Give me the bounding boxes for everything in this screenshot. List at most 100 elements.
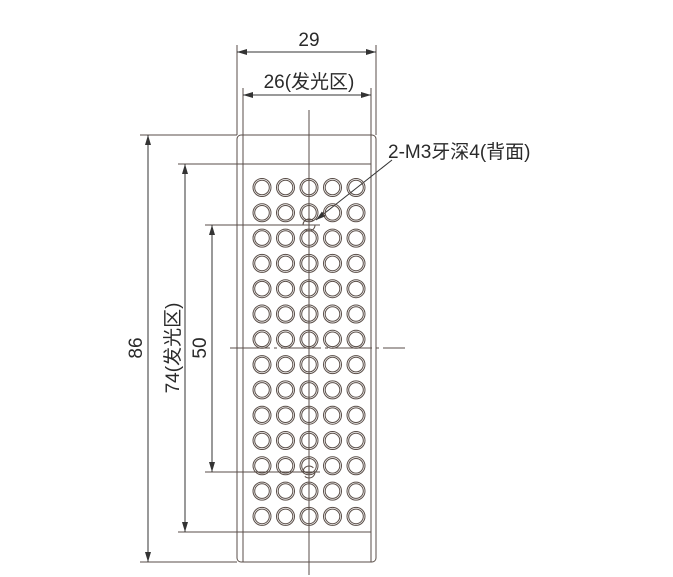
led-hole-inner xyxy=(254,458,270,474)
led-hole-inner xyxy=(324,280,341,297)
led-hole-inner xyxy=(254,483,270,499)
led-hole xyxy=(299,506,319,526)
led-hole-inner xyxy=(324,458,341,474)
led-hole-inner xyxy=(348,255,364,272)
dim-text-26: 26(发光区) xyxy=(264,71,355,93)
led-hole-inner xyxy=(324,255,341,272)
led-hole xyxy=(299,355,319,375)
led-hole xyxy=(323,178,342,197)
led-hole xyxy=(252,203,272,223)
led-hole-inner xyxy=(301,331,317,348)
led-hole-inner xyxy=(348,306,364,322)
led-hole xyxy=(323,279,342,299)
led-hole-inner xyxy=(254,331,270,348)
led-hole xyxy=(346,355,366,375)
dim-text-86: 86 xyxy=(126,337,147,358)
led-hole xyxy=(276,228,295,248)
led-hole xyxy=(252,431,272,450)
led-hole-inner xyxy=(277,458,294,474)
led-hole-inner xyxy=(348,407,364,424)
led-hole-inner xyxy=(348,432,364,449)
led-hole-inner xyxy=(324,483,341,499)
led-hole xyxy=(252,253,272,273)
led-hole xyxy=(346,431,366,450)
led-hole-inner xyxy=(324,382,341,398)
led-hole-inner xyxy=(348,205,364,221)
led-hole-inner xyxy=(348,356,364,373)
led-hole xyxy=(346,228,366,248)
led-hole xyxy=(276,203,295,223)
led-hole-inner xyxy=(277,356,294,373)
led-hole xyxy=(323,456,342,476)
led-hole-inner xyxy=(254,407,270,424)
led-hole xyxy=(299,279,319,299)
led-hole xyxy=(346,253,366,273)
led-hole-inner xyxy=(348,331,364,348)
led-hole xyxy=(299,329,319,349)
led-hole xyxy=(276,253,295,273)
led-hole xyxy=(299,456,319,476)
led-hole xyxy=(252,456,272,476)
led-hole-inner xyxy=(277,230,294,246)
led-hole-inner xyxy=(301,255,317,272)
led-hole-inner xyxy=(277,255,294,272)
led-hole-inner xyxy=(301,483,317,499)
led-hole-inner xyxy=(324,331,341,348)
led-hole-inner xyxy=(301,432,317,449)
led-hole-inner xyxy=(324,356,341,373)
led-hole-inner xyxy=(324,230,341,246)
led-hole-inner xyxy=(254,432,270,449)
led-hole-inner xyxy=(277,306,294,322)
led-hole xyxy=(346,380,366,400)
led-hole xyxy=(252,304,272,324)
dim-text-50: 50 xyxy=(190,337,211,358)
led-hole xyxy=(299,405,319,425)
led-hole-inner xyxy=(277,508,294,525)
led-hole-inner xyxy=(301,205,317,221)
led-hole xyxy=(346,481,366,501)
led-hole xyxy=(346,279,366,299)
led-hole-inner xyxy=(324,179,341,196)
led-hole-inner xyxy=(348,508,364,525)
led-hole-inner xyxy=(301,382,317,398)
led-hole-inner xyxy=(277,407,294,424)
m3-thread-hole-bottom xyxy=(302,465,316,479)
led-hole xyxy=(276,481,295,501)
led-hole-inner xyxy=(348,483,364,499)
led-hole xyxy=(276,178,295,197)
led-hole xyxy=(252,355,272,375)
led-hole xyxy=(299,253,319,273)
led-hole xyxy=(323,304,342,324)
led-hole-inner xyxy=(277,331,294,348)
led-hole xyxy=(252,279,272,299)
led-hole-inner xyxy=(324,432,341,449)
m3-thread-hole-top xyxy=(302,218,316,232)
led-hole xyxy=(252,329,272,349)
led-hole xyxy=(346,304,366,324)
dim-text-29: 29 xyxy=(298,30,319,51)
led-hole-inner xyxy=(301,179,317,196)
led-hole xyxy=(252,228,272,248)
led-hole-inner xyxy=(277,179,294,196)
led-hole-inner xyxy=(301,407,317,424)
led-hole xyxy=(252,481,272,501)
led-hole-inner xyxy=(301,356,317,373)
led-hole xyxy=(276,506,295,526)
led-hole-inner xyxy=(254,306,270,322)
led-hole xyxy=(299,228,319,248)
led-hole-inner xyxy=(301,280,317,297)
led-hole-inner xyxy=(277,205,294,221)
led-hole xyxy=(323,481,342,501)
led-hole xyxy=(276,279,295,299)
led-hole xyxy=(252,405,272,425)
led-hole-inner xyxy=(324,306,341,322)
led-hole xyxy=(323,228,342,248)
led-hole-inner xyxy=(254,508,270,525)
led-hole-inner xyxy=(277,483,294,499)
led-hole-inner xyxy=(348,280,364,297)
dim-text-74: 74(发光区) xyxy=(162,303,184,394)
led-hole xyxy=(323,329,342,349)
led-hole xyxy=(323,380,342,400)
led-hole-inner xyxy=(348,230,364,246)
led-hole xyxy=(276,304,295,324)
